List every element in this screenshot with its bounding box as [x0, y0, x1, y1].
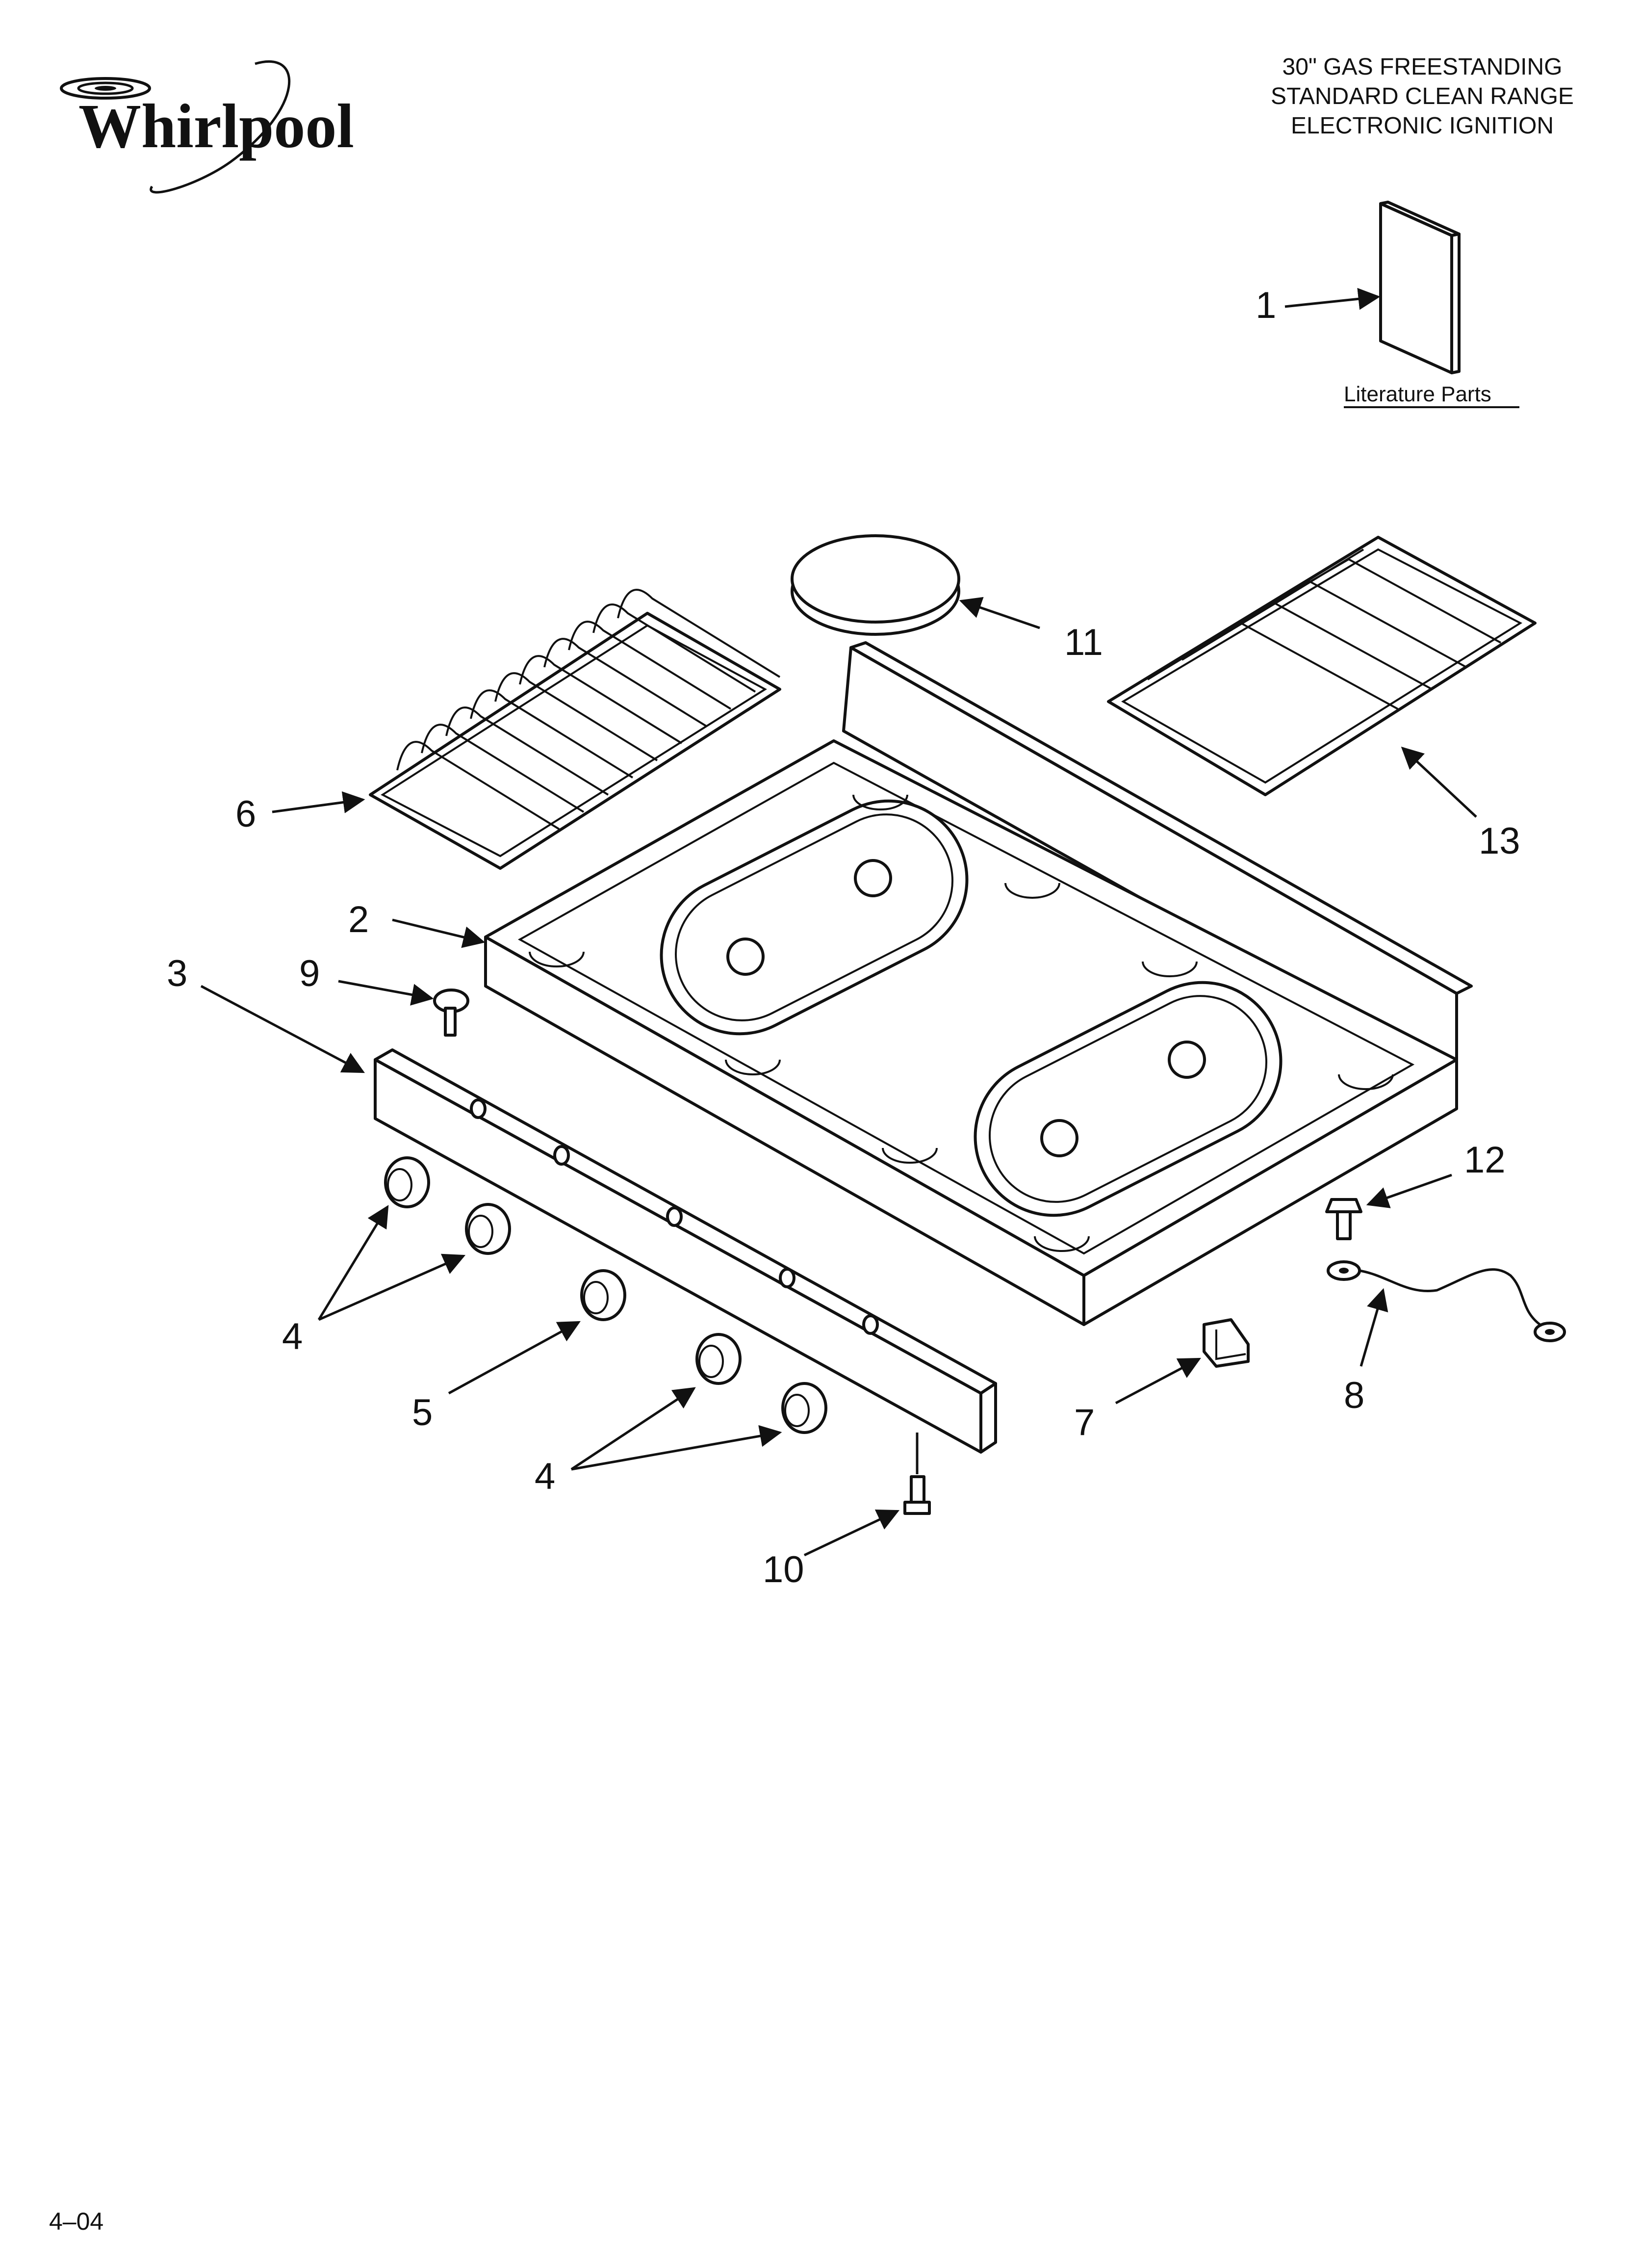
burner-cap	[791, 534, 960, 636]
ground-wire	[1327, 1260, 1566, 1342]
callout-6: 6	[235, 793, 256, 835]
burner-well-rear-left	[660, 799, 969, 1036]
callout-4-upper: 4	[282, 1316, 303, 1357]
callout-5: 5	[412, 1392, 433, 1434]
bottom-screw	[903, 1433, 931, 1515]
diagram-title: 30" GAS FREESTANDING STANDARD CLEAN RANG…	[1271, 54, 1574, 139]
callout-2: 2	[348, 899, 369, 940]
callout-11: 11	[1064, 622, 1103, 663]
knob-upper-right	[465, 1203, 511, 1255]
brand-name: Whirlpool	[78, 91, 354, 161]
callout-8: 8	[1344, 1375, 1364, 1416]
burner-well-front-right	[974, 981, 1283, 1217]
whirlpool-logo: Whirlpool	[60, 60, 354, 194]
callout-9: 9	[299, 953, 320, 994]
callout-7: 7	[1074, 1402, 1095, 1443]
callout-10: 10	[763, 1549, 804, 1590]
knob-lower-right	[781, 1382, 827, 1434]
knob-lower-left	[695, 1333, 742, 1385]
literature-parts: 1 Literature Parts	[1256, 201, 1519, 408]
literature-label: Literature Parts	[1344, 382, 1491, 406]
callout-1: 1	[1256, 285, 1276, 326]
callout-12: 12	[1464, 1139, 1506, 1181]
callout-3: 3	[167, 953, 187, 994]
callout-13: 13	[1479, 820, 1520, 862]
panel-screw	[433, 989, 469, 1037]
title-line-1: 30" GAS FREESTANDING	[1283, 54, 1563, 80]
title-line-3: ELECTRONIC IGNITION	[1291, 113, 1554, 139]
knob-center	[580, 1269, 626, 1321]
mounting-clip	[1203, 1318, 1250, 1368]
knob-upper-left	[384, 1156, 430, 1208]
revision-code: 4–04	[49, 2208, 103, 2235]
ground-screw	[1325, 1198, 1362, 1240]
cooktop-assembly	[484, 641, 1473, 1326]
callout-4-lower: 4	[535, 1456, 555, 1497]
left-burner-grate	[369, 589, 781, 870]
title-line-2: STANDARD CLEAN RANGE	[1271, 83, 1574, 109]
right-burner-grate	[1107, 536, 1537, 796]
control-panel	[374, 1048, 997, 1454]
